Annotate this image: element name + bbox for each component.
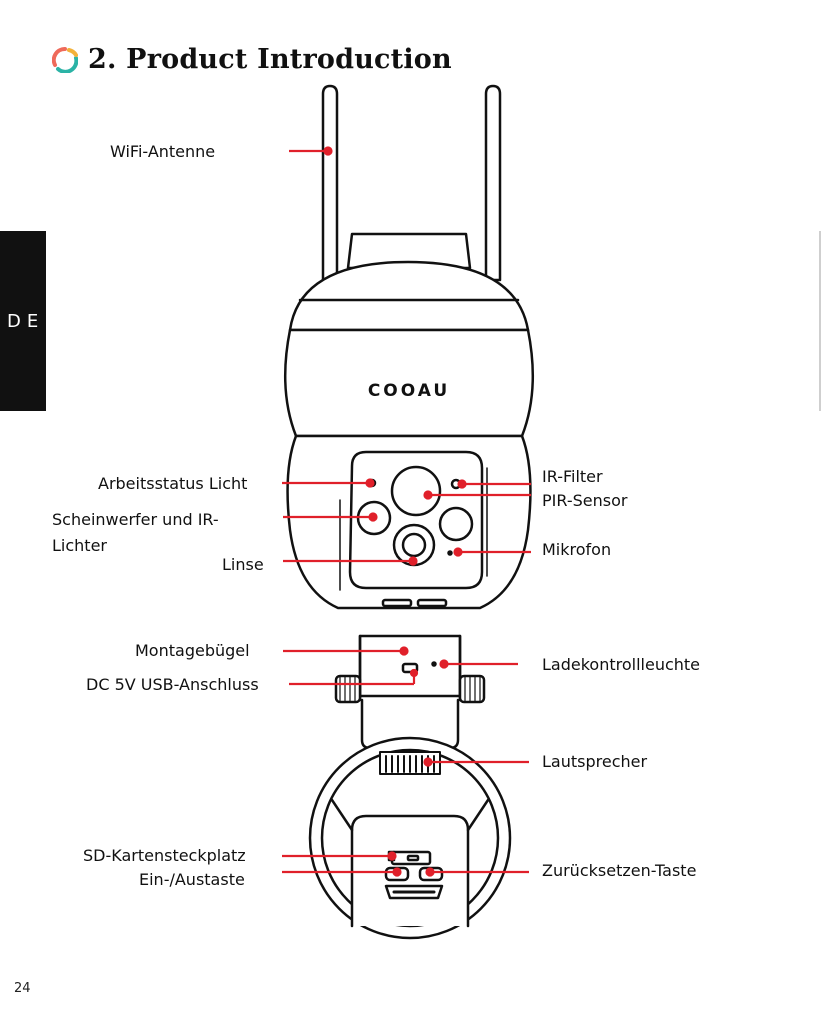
label-charging-indicator: Ladekontrollleuchte: [542, 655, 700, 675]
left-antenna: [323, 86, 337, 280]
label-ir-filter: IR-Filter: [542, 467, 603, 487]
label-reset-button: Zurücksetzen-Taste: [542, 861, 696, 881]
label-sd-card-slot: SD-Kartensteckplatz: [83, 846, 246, 866]
label-pir-sensor: PIR-Sensor: [542, 491, 627, 511]
label-dc-usb-port: DC 5V USB-Anschluss: [86, 675, 259, 695]
label-wifi-antenna: WiFi-Antenne: [110, 142, 215, 162]
label-mounting-bracket: Montagebügel: [135, 641, 250, 661]
label-work-status-light: Arbeitsstatus Licht: [98, 474, 247, 494]
label-spotlight-ir-line2: Lichter: [52, 536, 107, 556]
label-speaker: Lautsprecher: [542, 752, 647, 772]
brand-logo: COOAU: [368, 381, 450, 401]
right-antenna: [486, 86, 500, 280]
label-microphone: Mikrofon: [542, 540, 611, 560]
label-spotlight-ir-line1: Scheinwerfer und IR-: [52, 510, 219, 530]
label-power-button: Ein-/Austaste: [139, 870, 245, 890]
mic-hole: [449, 552, 452, 555]
sd-slot: [392, 852, 430, 864]
page-number: 24: [14, 981, 31, 996]
label-lens: Linse: [222, 555, 264, 575]
